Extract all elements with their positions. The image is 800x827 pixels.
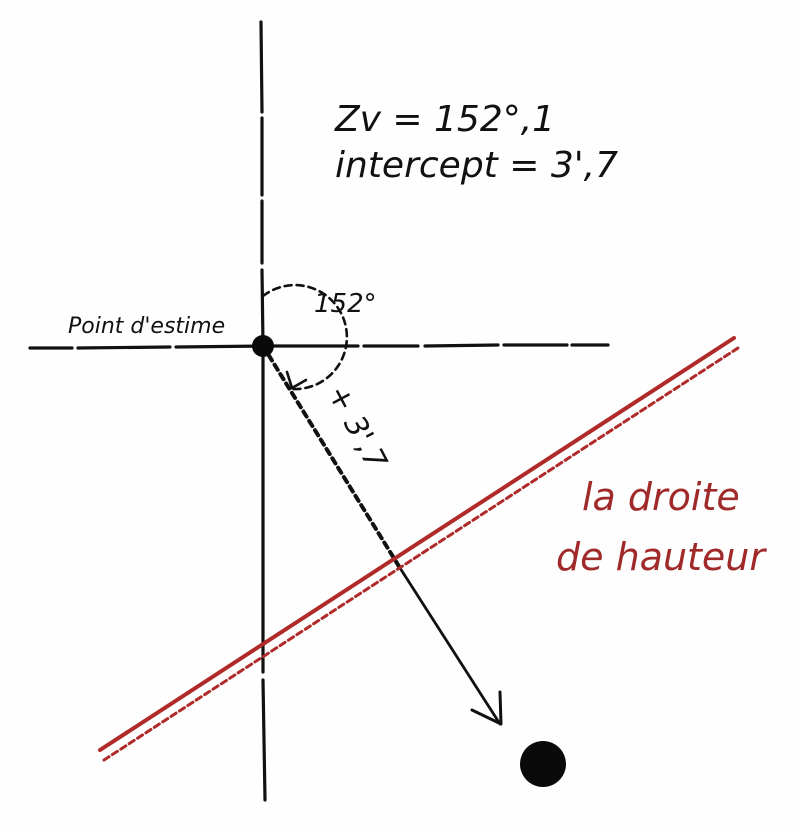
- intercept-offset-label: + 3',7: [320, 379, 393, 475]
- lop-label-line2: de hauteur: [556, 535, 767, 579]
- horizontal-axis: [28, 343, 610, 350]
- lop-label-line1: la droite: [582, 475, 740, 519]
- geographic-position-dot: [520, 741, 566, 787]
- dead-reckoning-point: [252, 335, 274, 357]
- line-of-position: [98, 336, 736, 752]
- vertical-axis: [259, 20, 267, 802]
- formula-intercept: intercept = 3',7: [335, 145, 618, 186]
- azimuth-arc-arrowhead-icon: [285, 370, 308, 390]
- azimuth-arrowhead-icon: [470, 690, 503, 726]
- azimuth-arc: [261, 283, 349, 391]
- azimuth-solid-line: [398, 566, 502, 726]
- line-of-position-dashed: [102, 346, 740, 762]
- dr-point-label: Point d'estime: [68, 314, 225, 339]
- formula-azimuth: Zv = 152°,1: [334, 99, 555, 140]
- angle-label: 152°: [314, 289, 377, 319]
- intercept-dotted-line: [261, 344, 402, 570]
